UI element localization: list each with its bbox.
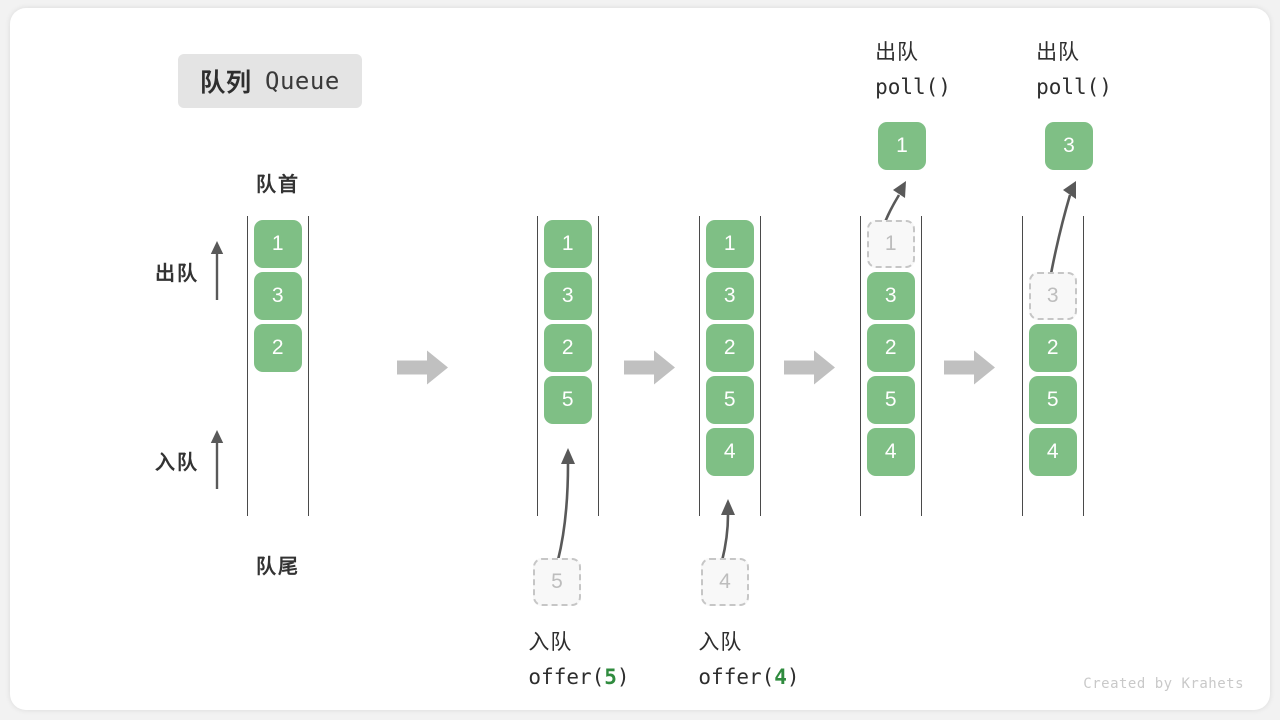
queue-element: 3: [706, 272, 754, 320]
operation-caption-poll-3: 出队 poll(): [1036, 36, 1112, 104]
operation-label-cn: 入队: [528, 631, 573, 654]
operation-caption-offer-4: 入队 offer(4): [698, 626, 799, 694]
pending-element: 4: [701, 558, 749, 606]
title-label-en: Queue: [265, 67, 340, 95]
queue-element: 4: [706, 428, 754, 476]
flow-arrow-icon: [624, 349, 676, 392]
queue-rail-left: [860, 216, 861, 516]
operation-code: offer(4): [698, 660, 799, 694]
queue-rail-right: [921, 216, 922, 516]
diagram-card: 队列 Queue 队首 队尾 出队 入队: [10, 8, 1270, 710]
operation-caption-poll-1: 出队 poll(): [875, 36, 951, 104]
attribution-footer: Created by Krahets: [1083, 676, 1244, 692]
queue-element: 2: [254, 324, 302, 372]
operation-code: poll(): [1036, 70, 1112, 104]
queue-element: 2: [1029, 324, 1077, 372]
operation-code: poll(): [875, 70, 951, 104]
queue-head-label: 队首: [256, 174, 300, 196]
operation-code-prefix: offer(: [528, 665, 605, 689]
queue-state-after-offer-4: 1 3 2 5 4: [699, 216, 761, 516]
queue-state-during-poll-1: 1 3 2 5 4: [860, 216, 922, 516]
dequeue-direction-label: 出队: [155, 262, 199, 285]
arrow-up-icon: [209, 429, 225, 491]
flow-arrow-icon: [944, 349, 996, 392]
queue-rail-left: [699, 216, 700, 516]
queue-state-initial: 1 3 2: [247, 216, 309, 516]
queue-element: 2: [706, 324, 754, 372]
queue-element: 4: [1029, 428, 1077, 476]
operation-caption-offer-5: 入队 offer(5): [528, 626, 629, 694]
operation-code-arg: 5: [604, 665, 617, 689]
queue-element: 2: [544, 324, 592, 372]
popped-element: 3: [1045, 122, 1093, 170]
queue-element: 5: [706, 376, 754, 424]
enqueue-direction-label: 入队: [155, 451, 199, 474]
queue-element: 1: [706, 220, 754, 268]
queue-slot-vacating: 3: [1029, 272, 1077, 320]
title-label-cn: 队列: [200, 69, 253, 97]
operation-label-cn: 出队: [1036, 41, 1081, 64]
operation-code-prefix: offer(: [698, 665, 775, 689]
arrow-up-icon: [209, 240, 225, 302]
queue-rail-right: [598, 216, 599, 516]
queue-tail-label: 队尾: [256, 556, 300, 578]
operation-code-suffix: ): [786, 665, 800, 689]
flow-arrow-icon: [397, 349, 449, 392]
pending-element: 5: [533, 558, 581, 606]
queue-element: 3: [254, 272, 302, 320]
queue-state-during-poll-3: 3 2 5 4: [1022, 216, 1084, 516]
queue-rail-right: [760, 216, 761, 516]
queue-element: 3: [544, 272, 592, 320]
popped-element: 1: [878, 122, 926, 170]
queue-slot-vacating: 1: [867, 220, 915, 268]
operation-code-suffix: ): [938, 75, 951, 99]
enqueue-direction-marker: 入队: [155, 429, 225, 491]
operation-label-cn: 入队: [698, 631, 743, 654]
queue-rail-left: [537, 216, 538, 516]
operation-code-suffix: ): [616, 665, 630, 689]
flow-arrow-icon: [784, 349, 836, 392]
queue-element: 2: [867, 324, 915, 372]
dequeue-direction-marker: 出队: [155, 240, 225, 302]
title-badge: 队列 Queue: [178, 54, 362, 108]
queue-rail-left: [247, 216, 248, 516]
queue-element: 5: [544, 376, 592, 424]
queue-element: 1: [544, 220, 592, 268]
operation-code-prefix: poll(: [1036, 75, 1100, 99]
queue-element: 5: [867, 376, 915, 424]
queue-rail-left: [1022, 216, 1023, 516]
queue-rail-right: [1083, 216, 1084, 516]
queue-rail-right: [308, 216, 309, 516]
queue-element: 1: [254, 220, 302, 268]
operation-code-suffix: ): [1099, 75, 1112, 99]
operation-code-prefix: poll(: [875, 75, 939, 99]
queue-state-after-offer-5: 1 3 2 5: [537, 216, 599, 516]
operation-code: offer(5): [528, 660, 629, 694]
queue-element: 3: [867, 272, 915, 320]
queue-element: 4: [867, 428, 915, 476]
operation-code-arg: 4: [774, 665, 787, 689]
queue-element: 5: [1029, 376, 1077, 424]
operation-label-cn: 出队: [875, 41, 920, 64]
